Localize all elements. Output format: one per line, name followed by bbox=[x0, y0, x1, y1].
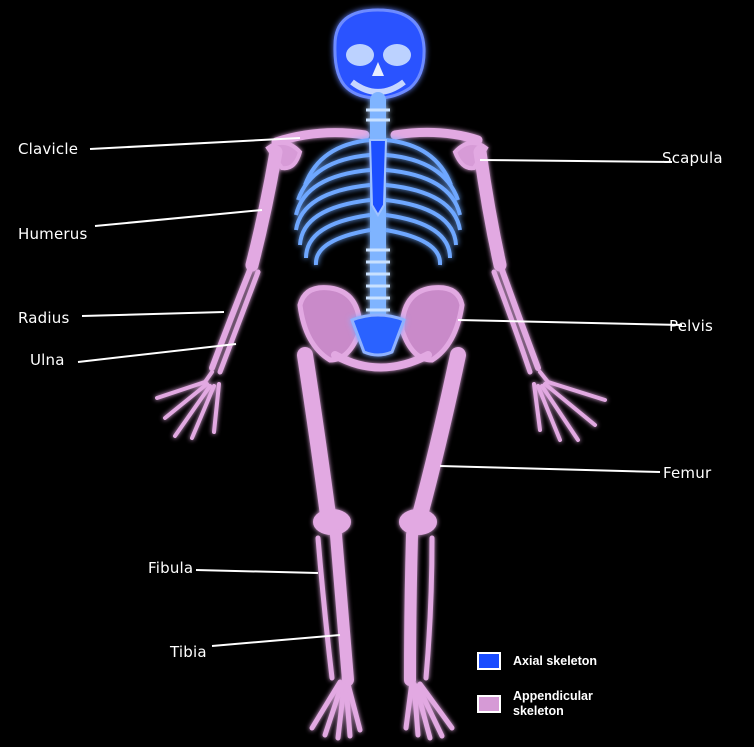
legend-item-axial: Axial skeleton bbox=[477, 652, 597, 670]
left-humerus bbox=[245, 145, 283, 272]
sternum bbox=[368, 139, 388, 217]
ulna-leader bbox=[77, 343, 237, 363]
label-pelvis: Pelvis bbox=[669, 317, 713, 335]
left-fibula bbox=[315, 535, 335, 681]
left-eye-socket bbox=[346, 44, 374, 66]
label-radius: Radius bbox=[18, 309, 70, 327]
humerus-leader bbox=[94, 209, 263, 227]
scapula-leader bbox=[479, 159, 673, 163]
label-femur: Femur bbox=[663, 464, 712, 482]
axial-swatch bbox=[477, 652, 501, 670]
right-ulna bbox=[491, 269, 533, 375]
appendicular-legend-label: Appendicular skeleton bbox=[513, 689, 593, 718]
femur-leader bbox=[439, 465, 661, 473]
sacrum bbox=[350, 313, 406, 357]
ribcage bbox=[294, 138, 462, 266]
left-foot bbox=[309, 679, 363, 741]
pelvis-right bbox=[399, 285, 465, 363]
left-radius bbox=[209, 267, 253, 371]
left-tibia bbox=[330, 529, 354, 686]
fibula-leader bbox=[195, 569, 319, 574]
label-clavicle: Clavicle bbox=[18, 140, 79, 158]
right-radius bbox=[499, 267, 541, 371]
nasal-cavity bbox=[372, 62, 384, 76]
left-hand bbox=[155, 370, 221, 440]
pelvis-leader bbox=[457, 319, 683, 326]
left-femur bbox=[297, 347, 336, 523]
label-humerus: Humerus bbox=[18, 225, 88, 243]
vertebrae bbox=[366, 108, 390, 312]
appendicular-swatch bbox=[477, 695, 501, 713]
label-ulna: Ulna bbox=[30, 351, 65, 369]
label-fibula: Fibula bbox=[148, 559, 194, 577]
right-hand bbox=[532, 370, 607, 442]
skull bbox=[333, 8, 426, 100]
right-tibia bbox=[404, 529, 418, 686]
axial-legend-label: Axial skeleton bbox=[513, 653, 598, 668]
right-fibula bbox=[423, 535, 435, 681]
tibia-leader bbox=[211, 634, 341, 647]
right-knee bbox=[399, 509, 437, 535]
appendicular-skeleton bbox=[155, 127, 607, 741]
left-knee bbox=[313, 509, 351, 535]
clavicle-leader bbox=[89, 137, 301, 150]
legend-item-appendicular: Appendicular skeleton bbox=[477, 689, 593, 719]
label-scapula: Scapula bbox=[662, 149, 723, 167]
label-tibia: Tibia bbox=[170, 643, 207, 661]
pubis bbox=[331, 351, 432, 372]
left-ulna bbox=[217, 269, 261, 375]
right-humerus bbox=[473, 145, 507, 272]
right-eye-socket bbox=[383, 44, 411, 66]
right-femur bbox=[412, 347, 466, 523]
right-clavicle bbox=[390, 127, 483, 145]
radius-leader bbox=[81, 311, 225, 317]
left-clavicle bbox=[271, 128, 370, 147]
right-foot bbox=[403, 679, 455, 741]
axial-skeleton bbox=[294, 8, 462, 357]
leader-lines bbox=[77, 137, 683, 647]
